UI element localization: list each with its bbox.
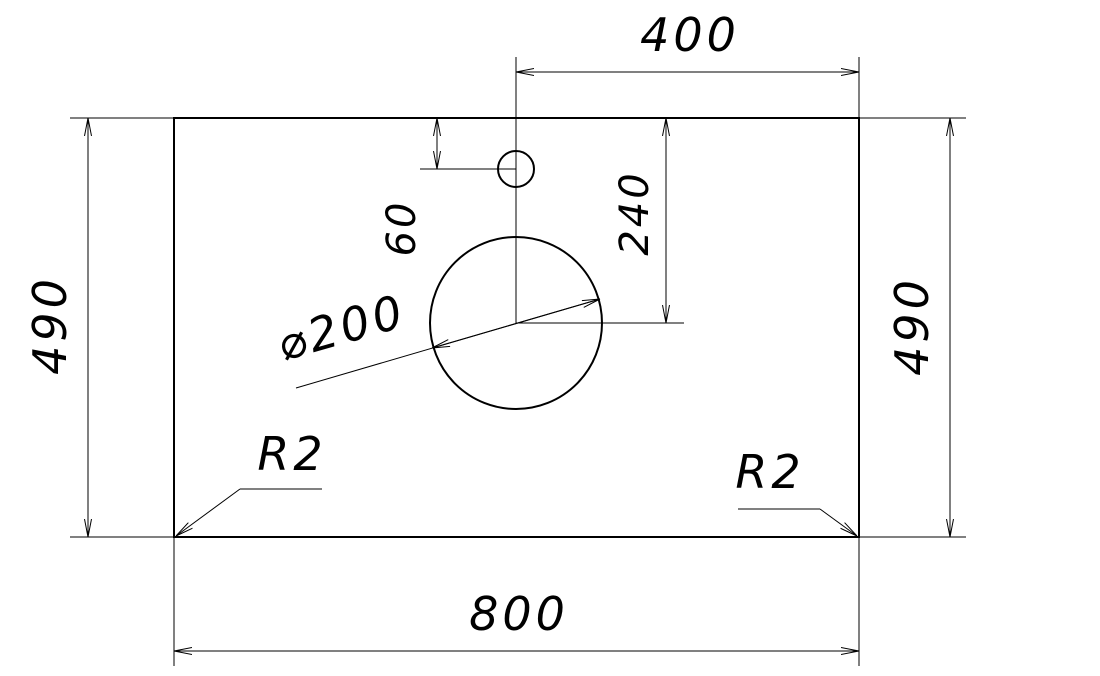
dimension-bottom-800: 800 (173, 537, 860, 666)
radius-right-label: R2 (735, 445, 804, 499)
dimension-right-490: 490 (859, 117, 966, 538)
dimension-label-bottom: 800 (469, 587, 569, 641)
dimension-label-60: 60 (379, 200, 425, 257)
dimension-left-490: 490 (23, 117, 174, 538)
radius-left: R2 (176, 427, 326, 536)
radius-left-label: R2 (257, 427, 326, 481)
dimension-label-right: 490 (885, 276, 939, 376)
radius-right-leader (819, 508, 857, 536)
dimension-label-diameter: ⌀200 (271, 284, 412, 372)
dimension-label-240: 240 (612, 170, 658, 255)
dimension-top-400: 400 (515, 8, 860, 323)
dimension-240: 240 (516, 118, 684, 324)
dimension-label-left: 490 (23, 275, 77, 375)
radius-right: R2 (735, 445, 857, 536)
dimension-60: 60 (379, 118, 516, 256)
diameter-dimension-line (432, 299, 600, 348)
dimension-label-top: 400 (640, 8, 740, 62)
dimension-diameter-200: ⌀200 (271, 284, 600, 389)
radius-left-leader (176, 488, 241, 536)
